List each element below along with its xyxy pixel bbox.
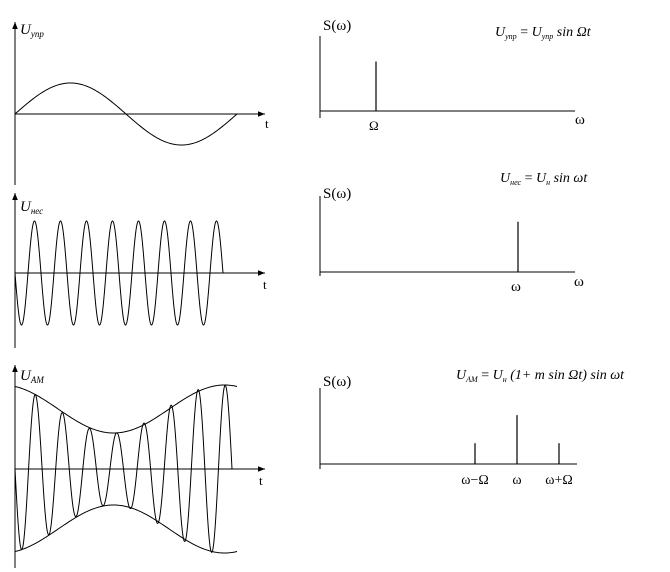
- spectral-line-label: ω−Ω: [461, 473, 489, 488]
- spectrum-y-label: S(ω): [323, 374, 351, 390]
- spectral-line-label: ω: [511, 279, 521, 295]
- formula-modulating: Uупр = Uупр sin Ωt: [495, 25, 592, 41]
- spectrum-plot-carrier: S(ω) ω ω: [319, 186, 584, 295]
- spectrum-x-label: ω: [574, 274, 584, 290]
- am-wave: [14, 384, 233, 553]
- carrier-wave: [14, 220, 224, 326]
- y-axis-label: UAM: [20, 368, 44, 385]
- spectrum-plot-am: S(ω) ω−Ω ω ω+Ω: [319, 374, 577, 488]
- spectrum-plot-modulating: S(ω) ω Ω: [319, 18, 585, 133]
- y-axis-label: Uнес: [20, 199, 43, 216]
- spectral-line-label: ω: [512, 473, 521, 488]
- time-plot-carrier: Uнес t: [12, 193, 267, 348]
- formula-carrier: Uнес = Uн sin ωt: [500, 171, 588, 187]
- time-plot-modulating: Uупр t: [12, 22, 269, 185]
- spectrum-y-label: S(ω): [323, 186, 351, 202]
- x-axis-label: t: [265, 116, 269, 131]
- modulating-wave: [14, 82, 238, 146]
- formula-am: UAM = Uн (1+ m sin Ωt) sin ωt: [456, 368, 625, 384]
- envelope-upper: [14, 384, 238, 434]
- spectrum-x-label: ω: [575, 112, 585, 128]
- spectrum-y-label: S(ω): [323, 18, 351, 34]
- time-plot-am: UAM t: [12, 365, 265, 568]
- spectral-line-label: Ω: [369, 118, 379, 133]
- spectral-line-label: ω+Ω: [545, 473, 573, 488]
- envelope-lower: [14, 504, 238, 554]
- x-axis-label: t: [263, 277, 267, 292]
- y-axis-label: Uупр: [20, 22, 44, 39]
- x-axis-label: t: [259, 473, 263, 488]
